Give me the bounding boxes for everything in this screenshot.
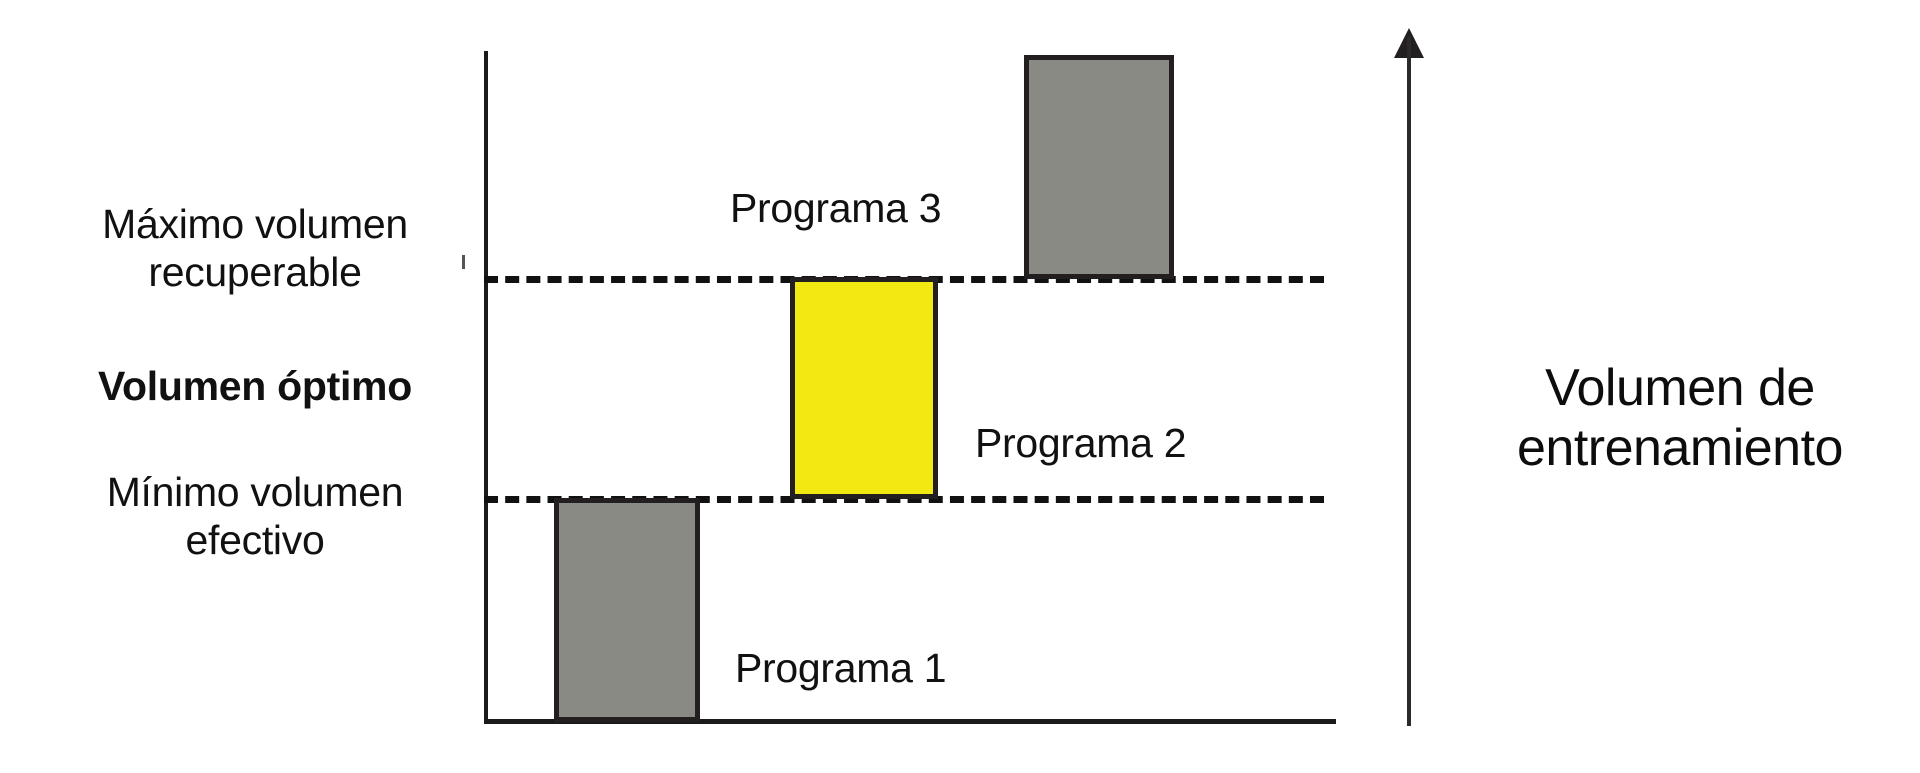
- bar-programa-1: [554, 498, 700, 722]
- x-axis-line: [484, 719, 1336, 724]
- bar-label-programa-1: Programa 1: [735, 645, 947, 691]
- dashed-line-minimum-effective-volume: [484, 496, 1324, 503]
- axis-tick-mark: [462, 255, 465, 269]
- threshold-label-optimum-volume: Volumen óptimo: [98, 363, 412, 409]
- volume-axis-arrow-line: [1407, 36, 1411, 726]
- y-axis-line: [484, 51, 488, 723]
- y-axis-title: Volumen de entrenamiento: [1517, 359, 1843, 478]
- bar-programa-2: [790, 277, 938, 499]
- threshold-label-maximum-recoverable-volume: Máximo volumen recuperable: [102, 201, 408, 296]
- threshold-label-minimum-effective-volume: Mínimo volumen efectivo: [106, 469, 404, 564]
- bar-programa-3: [1024, 55, 1174, 279]
- bar-label-programa-3: Programa 3: [730, 185, 942, 231]
- bar-label-programa-2: Programa 2: [975, 420, 1187, 466]
